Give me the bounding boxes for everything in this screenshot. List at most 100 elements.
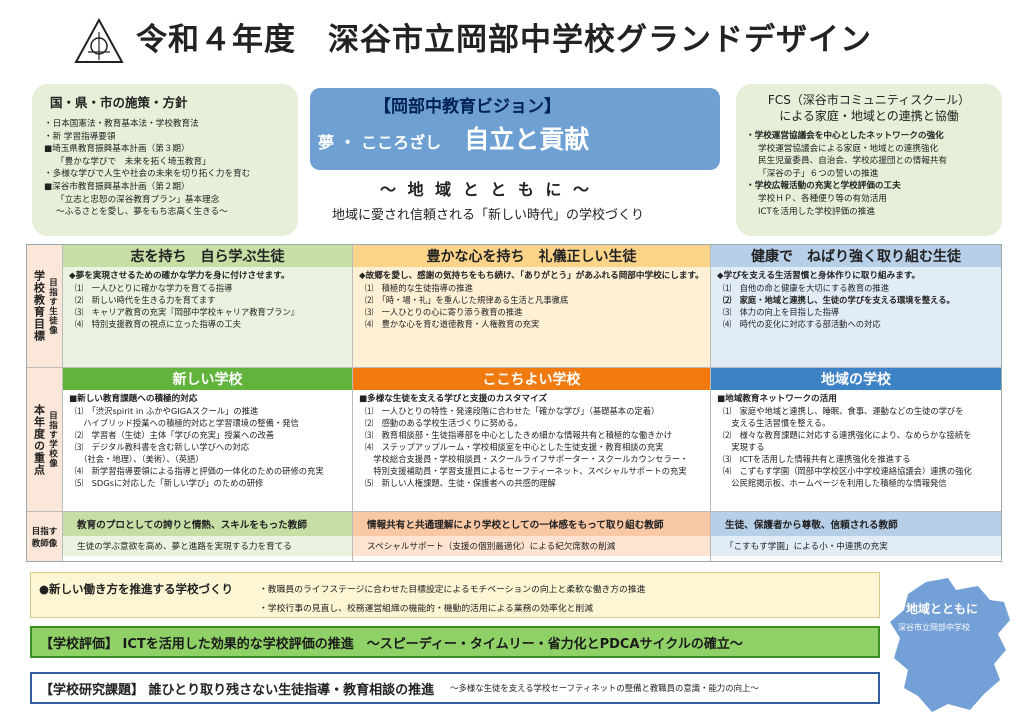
row-label-focus-outer: 本年度の重点 bbox=[32, 403, 46, 476]
map-sublabel: 深谷市立岡部中学校 bbox=[898, 623, 970, 632]
map-label: 地域とともに bbox=[906, 602, 979, 616]
list-item: 支える生活習慣を整える。 bbox=[723, 418, 831, 428]
policy-list: ・日本国憲法・教育基本法・学校教育法 ・新 学習指導要領 ■埼玉県教育振興基本計… bbox=[44, 118, 286, 219]
teacher-sub: 生徒の学ぶ意欲を高め、夢と進路を実現する力を育てる bbox=[63, 536, 352, 556]
goal-lead: ◆故郷を愛し、感謝の気持ちをもち続け、「ありがとう」があふれる岡部中学校にします… bbox=[359, 271, 704, 281]
vision-title: 【岡部中教育ビジョン】 bbox=[374, 97, 561, 117]
list-item: ⑷ 新学習指導要領による指導と評価の一体化のための研修の充実 bbox=[75, 466, 324, 476]
school-emblem-icon bbox=[74, 18, 124, 63]
teacher-sub: 「こすもす学園」による小・中連携の充実 bbox=[711, 536, 1001, 556]
list-item: ■深谷市教育振興基本計画（第２期） bbox=[44, 181, 190, 192]
list-item: ・日本国憲法・教育基本法・学校教育法 bbox=[44, 119, 199, 129]
list-item: ⑸ SDGsに対応した「新しい学び」のための研修 bbox=[75, 478, 264, 488]
goal-heading: 健康で ねばり強く取り組む生徒 bbox=[711, 245, 1001, 267]
page-title: 令和４年度 深谷市立岡部中学校グランドデザイン bbox=[136, 22, 872, 58]
list-item: （社会・地理）、（美術）、（英語） bbox=[75, 454, 204, 464]
policy-heading: 国・県・市の施策・方針 bbox=[50, 95, 188, 110]
list-item: ⑴ 積極的な生徒指導の推進 bbox=[365, 283, 473, 293]
list-item: ⑵ 学習者（生徒）主体「学びの充実」授業への改善 bbox=[75, 430, 275, 440]
list-item: ⑶ デジタル教科書を含む新しい学びへの対応 bbox=[75, 442, 250, 452]
goal-col-1: 志を持ち 自ら学ぶ生徒 ◆夢を実現させるための確かな学力を身に付けさせます。 ⑴… bbox=[63, 245, 353, 367]
goal-heading: 志を持ち 自ら学ぶ生徒 bbox=[63, 245, 352, 267]
goal-body: ◆故郷を愛し、感謝の気持ちをもち続け、「ありがとう」があふれる岡部中学校にします… bbox=[353, 267, 710, 333]
tagline: ～ 地 域 と と も に ～ bbox=[380, 180, 592, 199]
list-item: ・学校広報活動の充実と学校評価の工夫 bbox=[746, 181, 901, 192]
work-style-line: ・教職員のライフステージに合わせた目標設定によるモチベーションの向上と柔軟な働き… bbox=[259, 585, 646, 595]
community-heading-line2: による家庭・地域との連携と協働 bbox=[779, 109, 959, 123]
focus-col-1: 新しい学校 ■新しい教育課題への積極的対応 ⑴ 「渋沢spirit in ふかや… bbox=[63, 367, 353, 511]
list-item: ⑴ 家庭や地域と連携し、睡眠、食事、運動などの生徒の学びを bbox=[723, 406, 964, 416]
focus-body: ■多様な生徒を支える学びと支援のカスタマイズ ⑴ 一人ひとりの特性・発達段階に合… bbox=[353, 390, 710, 492]
row-label-focus-inner: 目指す学校像 bbox=[47, 411, 58, 468]
list-item: ⑴ 自他の命と健康を大切にする教育の推進 bbox=[723, 283, 890, 293]
goal-body: ◆学びを支える生活習慣と身体作りに取り組みます。 ⑴ 自他の命と健康を大切にする… bbox=[711, 267, 1001, 333]
list-item: ～ふるさとを愛し、夢をもち志高く生きる～ bbox=[56, 207, 228, 218]
list-item: 学校総合支援員・学校相談員・スクールライフサポーター・スクールカウンセラー・ bbox=[365, 454, 689, 464]
research-theme-main: 【学校研究課題】 誰ひとり取り残さない生徒指導・教育相談の推進 bbox=[40, 682, 435, 698]
list-item: 民生児童委員、自治会、学校応援団との情報共有 bbox=[758, 156, 947, 167]
teacher-main: 情報共有と共通理解により学校としての一体感をもって取り組む教師 bbox=[353, 512, 710, 536]
goal-col-2: 豊かな心を持ち 礼儀正しい生徒 ◆故郷を愛し、感謝の気持ちをもち続け、「ありがと… bbox=[353, 245, 711, 367]
list-item: 公民館掲示板、ホームページを利用した積極的な情報発信 bbox=[723, 478, 947, 488]
list-item: ⑷ 豊かな心を育む道徳教育・人権教育の充実 bbox=[365, 319, 540, 329]
goal-lead: ◆学びを支える生活習慣と身体作りに取り組みます。 bbox=[717, 271, 921, 281]
focus-col-2: ここちよい学校 ■多様な生徒を支える学びと支援のカスタマイズ ⑴ 一人ひとりの特… bbox=[353, 367, 711, 511]
list-item: ⑶ 体力の向上を目指した指導 bbox=[723, 307, 840, 317]
focus-list: ⑴ 家庭や地域と連携し、睡眠、食事、運動などの生徒の学びを 支える生活習慣を整え… bbox=[717, 405, 995, 489]
plan-grid: 学校教育目標 目指す生徒像 本年度の重点 目指す学校像 目指す教師像 志を持ち … bbox=[26, 244, 1002, 562]
row-label-goals-inner: 目指す生徒像 bbox=[47, 277, 58, 335]
row-label-teachers-text: 目指す教師像 bbox=[31, 526, 58, 549]
vision-line: 夢 ・ こころざし 自立と貢献 bbox=[318, 120, 720, 156]
subtagline: 地域に愛され信頼される「新しい時代」の学校づくり bbox=[332, 208, 645, 223]
list-item: ⑵ 感動のある学校生活づくりに努める。 bbox=[365, 418, 523, 428]
list-item: ⑷ こずもす学園（岡部中学校区小中学校連絡協議会）連携の強化 bbox=[723, 466, 972, 476]
list-item: ⑴ 一人ひとりの特性・発達段階に合わせた「確かな学び」（基礎基本の定着） bbox=[365, 406, 660, 416]
list-item: ⑸ 新しい人権課題、生徒・保護者への共感的理解 bbox=[365, 478, 556, 488]
goal-col-3: 健康で ねばり強く取り組む生徒 ◆学びを支える生活習慣と身体作りに取り組みます。… bbox=[711, 245, 1001, 367]
focus-body: ■地域教育ネットワークの活用 ⑴ 家庭や地域と連携し、睡眠、食事、運動などの生徒… bbox=[711, 390, 1001, 492]
focus-heading: ここちよい学校 bbox=[353, 368, 710, 390]
list-item: 実現する bbox=[723, 442, 765, 452]
list-item: ⑶ キャリア教育の充実『岡部中学校キャリア教育プラン』 bbox=[75, 307, 300, 317]
focus-heading: 新しい学校 bbox=[63, 368, 352, 390]
list-item: 特別支援補助員・学習支援員によるセーフティーネット、スペシャルサポートの充実 bbox=[365, 466, 687, 476]
vision-main: 自立と貢献 bbox=[464, 125, 590, 154]
list-item: 学校運営協議会による家庭・地域との連携強化 bbox=[758, 143, 939, 154]
work-style-box: ●新しい働き方を推進する学校づくり ・教職員のライフステージに合わせた目標設定に… bbox=[30, 572, 880, 618]
region-map-icon bbox=[890, 578, 1010, 712]
teacher-col-1: 教育のプロとしての誇りと情熱、スキルをもった教師 生徒の学ぶ意欲を高め、夢と進路… bbox=[63, 511, 353, 561]
work-style-title: ●新しい働き方を推進する学校づくり bbox=[39, 582, 234, 596]
community-heading: FCS（深谷市コミュニティスクール） による家庭・地域との連携と協働 bbox=[746, 92, 992, 124]
school-evaluation-banner: 【学校評価】 ICTを活用した効果的な学校評価の推進 ～スピーディー・タイムリー… bbox=[30, 626, 880, 658]
row-label-goals-outer: 学校教育目標 bbox=[32, 270, 46, 342]
focus-lead: ■多様な生徒を支える学びと支援のカスタマイズ bbox=[359, 394, 548, 404]
teacher-col-3: 生徒、保護者から尊敬、信頼される教師 「こすもす学園」による小・中連携の充実 bbox=[711, 511, 1001, 561]
focus-lead: ■地域教育ネットワークの活用 bbox=[717, 394, 837, 404]
research-theme-banner: 【学校研究課題】 誰ひとり取り残さない生徒指導・教育相談の推進 ～多様な生徒を支… bbox=[30, 672, 880, 704]
goal-heading: 豊かな心を持ち 礼儀正しい生徒 bbox=[353, 245, 710, 267]
policy-box: 国・県・市の施策・方針 ・日本国憲法・教育基本法・学校教育法 ・新 学習指導要領… bbox=[32, 84, 298, 236]
goal-list: ⑴ 自他の命と健康を大切にする教育の推進 ⑵ 家庭・地域と連携し、生徒の学びを支… bbox=[717, 282, 995, 330]
list-item: ⑶ 教育相談部・生徒指導部を中心としたきめ細かな情報共有と積極的な働きかけ bbox=[365, 430, 672, 440]
goal-list: ⑴ 一人ひとりに確かな学力を育てる指導 ⑵ 新しい時代を生きる力を育てます ⑶ … bbox=[69, 282, 346, 330]
list-item: ⑵ 新しい時代を生きる力を育てます bbox=[75, 295, 216, 305]
goal-lead: ◆夢を実現させるための確かな学力を身に付けさせます。 bbox=[69, 271, 290, 281]
row-label-goals: 学校教育目標 目指す生徒像 bbox=[27, 245, 63, 367]
teacher-main: 教育のプロとしての誇りと情熱、スキルをもった教師 bbox=[63, 512, 352, 536]
row-label-teachers: 目指す教師像 bbox=[27, 511, 63, 561]
list-item: ■埼玉県教育振興基本計画（第３期） bbox=[44, 144, 190, 155]
focus-list: ⑴ 一人ひとりの特性・発達段階に合わせた「確かな学び」（基礎基本の定着） ⑵ 感… bbox=[359, 405, 704, 489]
goal-list: ⑴ 積極的な生徒指導の推進 ⑵ 「時・場・礼」を重んじた規律ある生活と凡事徹底 … bbox=[359, 282, 704, 330]
focus-body: ■新しい教育課題への積極的対応 ⑴ 「渋沢spirit in ふかやGIGAスク… bbox=[63, 390, 352, 492]
goal-body: ◆夢を実現させるための確かな学力を身に付けさせます。 ⑴ 一人ひとりに確かな学力… bbox=[63, 267, 352, 333]
teacher-main: 生徒、保護者から尊敬、信頼される教師 bbox=[711, 512, 1001, 536]
list-item: ⑷ 時代の変化に対応する部活動への対応 bbox=[723, 319, 881, 329]
work-style-line: ・学校行事の見直し、校務運営組織の機能的・機動的活用による業務の効率化と削減 bbox=[259, 604, 594, 614]
list-item: 「立志と忠恕の深谷教育プラン」基本理念 bbox=[56, 194, 220, 205]
list-item: ・学校運営協議会を中心としたネットワークの強化 bbox=[746, 131, 944, 141]
community-heading-line1: FCS（深谷市コミュニティスクール） bbox=[767, 93, 971, 107]
list-item: ハイブリッド授業への積極的対応と学習環境の整備・発信 bbox=[75, 418, 299, 428]
teacher-col-2: 情報共有と共通理解により学校としての一体感をもって取り組む教師 スペシャルサポー… bbox=[353, 511, 711, 561]
focus-lead: ■新しい教育課題への積極的対応 bbox=[69, 394, 198, 404]
list-item: ⑷ 特別支援教育の視点に立った指導の工夫 bbox=[75, 319, 241, 329]
